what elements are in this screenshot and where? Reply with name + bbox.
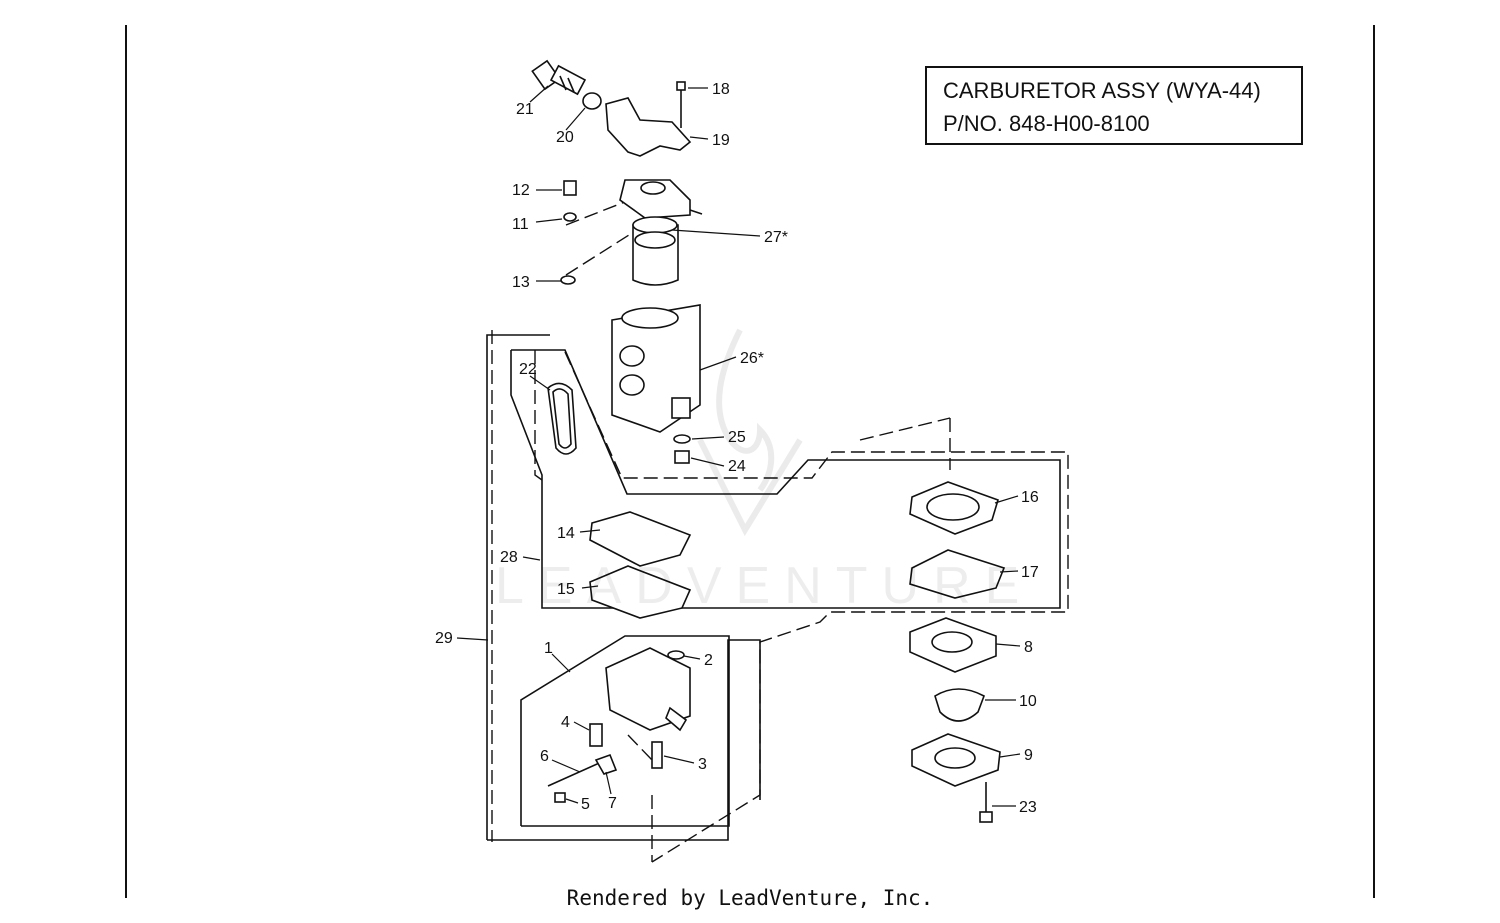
callout-15: 15 [557, 581, 575, 598]
part-number: P/NO. 848-H00-8100 [943, 111, 1150, 136]
callout-24: 24 [728, 458, 746, 475]
callout-22: 22 [519, 361, 537, 378]
part-11-washer [563, 212, 577, 222]
callout-26: 26* [740, 350, 764, 367]
callout-14: 14 [557, 525, 575, 542]
callout-13: 13 [512, 274, 530, 291]
group-1-outline [520, 635, 730, 827]
callout-17: 17 [1021, 564, 1039, 581]
callout-9: 9 [1024, 747, 1033, 764]
group-29-outline [486, 334, 550, 840]
leader-lines [456, 85, 1021, 807]
part-4-spring [589, 723, 603, 747]
part-14-gasket [589, 511, 692, 567]
callout-18: 18 [712, 81, 730, 98]
part-5-screw [554, 792, 566, 803]
callout-20: 20 [556, 129, 574, 146]
callout-28: 28 [500, 549, 518, 566]
callout-21: 21 [516, 101, 534, 118]
assembly-title: CARBURETOR ASSY (WYA-44) [943, 78, 1261, 103]
callout-4: 4 [561, 714, 570, 731]
callout-25: 25 [728, 429, 746, 446]
part-6-pin [547, 759, 607, 787]
part-21-fitting [531, 59, 587, 96]
callout-7: 7 [608, 795, 617, 812]
callout-2: 2 [704, 652, 713, 669]
part-12-plug [563, 180, 577, 196]
callout-3: 3 [698, 756, 707, 773]
callout-19: 19 [712, 132, 730, 149]
callout-12: 12 [512, 182, 530, 199]
part-9-retainer-ring [934, 747, 976, 769]
callout-29: 29 [435, 630, 453, 647]
part-18-screw [676, 81, 686, 128]
part-8-cover-port [931, 631, 973, 653]
part-23-screw [979, 782, 993, 823]
part-26-carburetor-body [611, 304, 701, 433]
part-7-lever [594, 753, 618, 775]
footer-credit: Rendered by LeadVenture, Inc. [566, 886, 934, 910]
part-20-nut [582, 92, 602, 110]
callout-10: 10 [1019, 693, 1037, 710]
callout-11: 11 [512, 216, 529, 233]
part-25-o-ring [673, 434, 691, 444]
part-3-needle [651, 741, 663, 769]
part-22-gasket-inner [552, 388, 572, 449]
part-27-throttle-barrel [619, 179, 703, 286]
part-24-screen [674, 450, 690, 464]
callout-8: 8 [1024, 639, 1033, 656]
part-15-plate [589, 565, 692, 619]
callout-5: 5 [581, 796, 590, 813]
part-13-clip [560, 275, 576, 285]
watermark-logo [697, 328, 803, 537]
callout-27: 27* [764, 229, 788, 246]
group-28-outline [510, 349, 1061, 609]
callout-23: 23 [1019, 799, 1037, 816]
part-10-primer-bulb [934, 688, 985, 722]
part-17-diaphragm [909, 549, 1006, 599]
callout-labels: 21 20 18 19 12 11 13 27* 26* 22 25 24 16… [435, 81, 1039, 816]
title-box: CARBURETOR ASSY (WYA-44) P/NO. 848-H00-8… [925, 66, 1303, 145]
watermark-text: LEADVENTURE [495, 557, 1034, 615]
callout-6: 6 [540, 748, 549, 765]
callout-1: 1 [544, 640, 553, 657]
callout-16: 16 [1021, 489, 1039, 506]
part-16-gasket-hole [926, 493, 980, 521]
part-1-fuel-fitting [665, 706, 688, 732]
part-19-bracket [605, 97, 692, 157]
part-2-screen [667, 650, 685, 660]
